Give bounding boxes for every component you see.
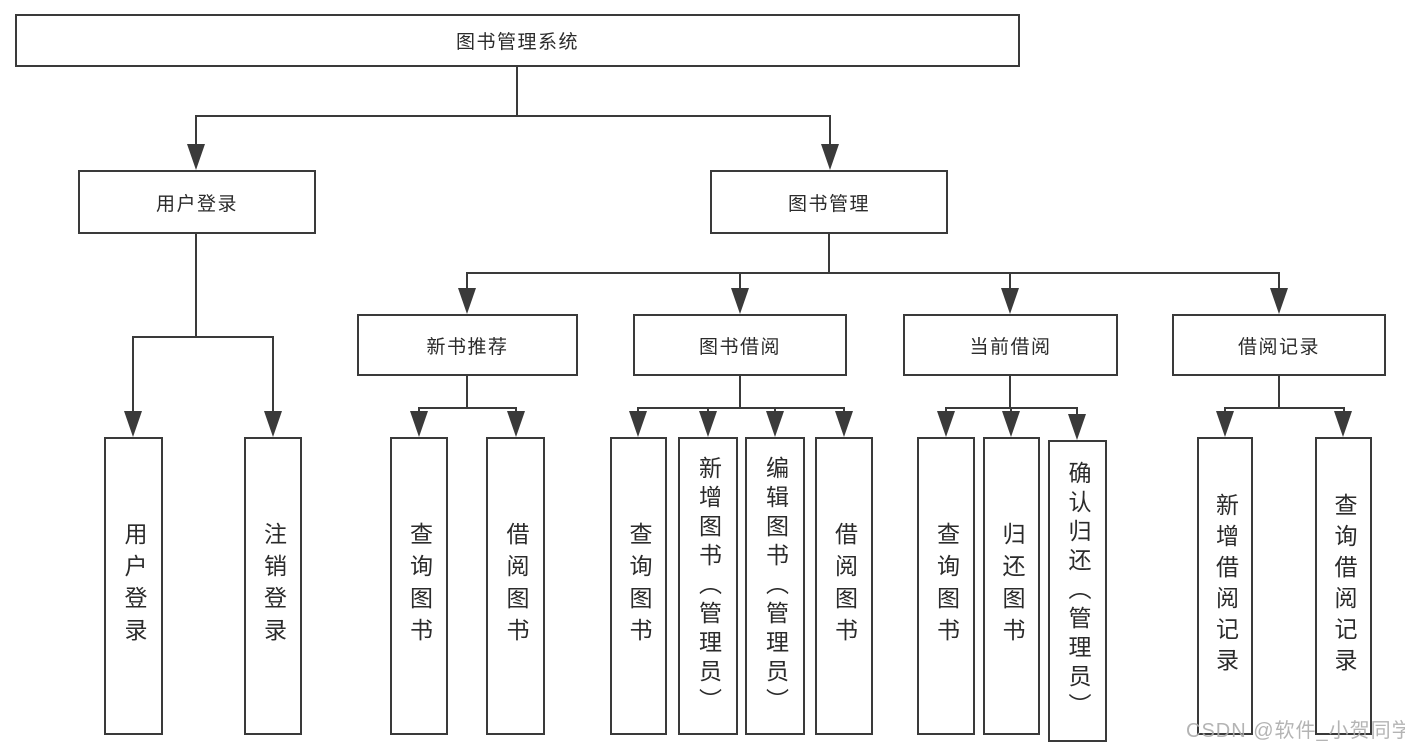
leaf-newbook-borrow-books: 借阅图书	[486, 437, 545, 735]
connector-arrowhead	[1270, 288, 1288, 314]
connector-book-mgmt-stem	[828, 234, 830, 274]
leaf-logout: 注销登录	[244, 437, 302, 735]
connector-arrowhead	[766, 411, 784, 437]
connector-arrowhead	[629, 411, 647, 437]
connector-arrowhead	[264, 411, 282, 437]
connector-arrowhead	[1001, 288, 1019, 314]
node-new-book-recommend: 新书推荐	[357, 314, 578, 376]
connector-stem	[195, 115, 197, 146]
connector-stem	[707, 407, 709, 414]
connector-stem	[1224, 407, 1226, 414]
leaf-return-books: 归还图书	[983, 437, 1040, 735]
connector-stem	[843, 407, 845, 414]
connector-bookborrow-bar	[637, 407, 845, 409]
connector-arrowhead	[124, 411, 142, 437]
connector-arrowhead	[458, 288, 476, 314]
connector-stem	[739, 272, 741, 290]
leaf-query-borrow-record: 查询借阅记录	[1315, 437, 1372, 735]
leaf-user-login: 用户登录	[104, 437, 163, 735]
connector-stem	[945, 407, 947, 414]
connector-stem	[1009, 272, 1011, 290]
connector-arrowhead	[699, 411, 717, 437]
connector-arrowhead	[1068, 414, 1086, 440]
connector-arrowhead	[937, 411, 955, 437]
connector-bookborrow-stem	[739, 376, 741, 409]
node-book-borrow: 图书借阅	[633, 314, 847, 376]
leaf-add-book-admin: 新增图书（管理员）	[678, 437, 738, 735]
connector-stem	[1010, 407, 1012, 414]
leaf-confirm-return-admin: 确认归还（管理员）	[1048, 440, 1107, 742]
connector-arrowhead	[1216, 411, 1234, 437]
connector-stem	[774, 407, 776, 414]
connector-user-login-stem	[195, 233, 197, 338]
connector-stem	[132, 336, 134, 414]
connector-currentborrow-stem	[1009, 376, 1011, 409]
connector-stem	[637, 407, 639, 414]
node-current-borrow: 当前借阅	[903, 314, 1118, 376]
leaf-borrow-query-books: 查询图书	[610, 437, 667, 735]
connector-borrowrecord-stem	[1278, 376, 1280, 409]
csdn-watermark: CSDN @软件_小贺同学	[1186, 720, 1405, 742]
connector-arrowhead	[187, 144, 205, 170]
connector-arrowhead	[835, 411, 853, 437]
connector-stem	[1076, 407, 1078, 417]
node-book-management: 图书管理	[710, 170, 948, 234]
connector-arrowhead	[410, 411, 428, 437]
connector-newbook-bar	[418, 407, 517, 409]
connector-arrowhead	[821, 144, 839, 170]
connector-newbook-stem	[466, 376, 468, 409]
connector-user-login-bar	[132, 336, 274, 338]
leaf-edit-book-admin: 编辑图书（管理员）	[745, 437, 805, 735]
connector-stem	[466, 272, 468, 290]
connector-stem	[515, 407, 517, 414]
node-library-system-root: 图书管理系统	[15, 14, 1020, 67]
connector-root-stem	[516, 67, 518, 115]
connector-arrowhead	[1334, 411, 1352, 437]
leaf-newbook-query-books: 查询图书	[390, 437, 448, 735]
connector-stem	[1278, 272, 1280, 290]
connector-stem	[272, 336, 274, 414]
connector-arrowhead	[1002, 411, 1020, 437]
leaf-add-borrow-record: 新增借阅记录	[1197, 437, 1253, 735]
connector-stem	[418, 407, 420, 414]
leaf-current-query-books: 查询图书	[917, 437, 975, 735]
connector-level3-bar	[466, 272, 1280, 274]
connector-stem	[1343, 407, 1345, 414]
node-user-login: 用户登录	[78, 170, 316, 234]
connector-arrowhead	[507, 411, 525, 437]
connector-level2-bar	[195, 115, 831, 117]
node-borrow-record: 借阅记录	[1172, 314, 1386, 376]
connector-borrowrecord-bar	[1224, 407, 1345, 409]
connector-stem	[829, 115, 831, 146]
connector-arrowhead	[731, 288, 749, 314]
leaf-borrow-borrow-books: 借阅图书	[815, 437, 873, 735]
